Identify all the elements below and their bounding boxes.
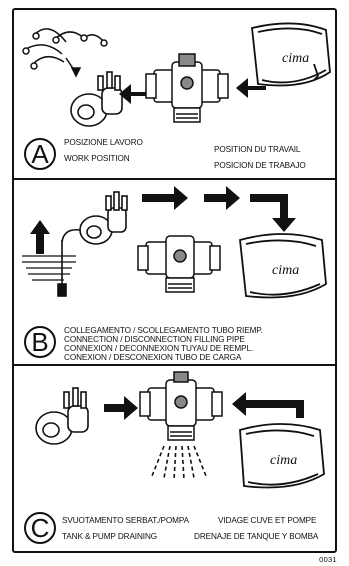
- pump-icon-c: [35, 387, 89, 445]
- flow-arrow-icon-3: [142, 186, 188, 210]
- panel-b-illustration: cima: [22, 186, 327, 299]
- tank-icon-c: cima: [239, 423, 325, 489]
- caption-a-fr: POSITION DU TRAVAIL: [214, 145, 301, 154]
- panel-c: cima C SVUOTAMENTO SERBAT./POMPA TANK & …: [14, 366, 335, 552]
- panel-a-illustration: cima: [22, 22, 331, 127]
- caption-a-en: WORK POSITION: [64, 154, 130, 163]
- tank-icon: cima: [251, 22, 331, 87]
- section-letter-c: C: [24, 512, 56, 544]
- flow-arrow-icon-6: [232, 392, 304, 418]
- tank-brand-label: cima: [282, 51, 309, 66]
- tank-icon-b: cima: [239, 233, 327, 299]
- caption-b-3: CONNEXION / DECONNEXION TUYAU DE REMPL.: [64, 344, 254, 353]
- water-icon: [22, 255, 76, 281]
- caption-b-4: CONEXION / DESCONEXION TUBO DE CARGA: [64, 353, 242, 362]
- caption-b-1: COLLEGAMENTO / SCOLLEGAMENTO TUBO RIEMP.: [64, 326, 263, 335]
- flow-arrow-icon-2: [236, 78, 266, 98]
- caption-c-en: TANK & PUMP DRAINING: [62, 532, 158, 541]
- caption-c-es: DRENAJE DE TANQUE Y BOMBA: [194, 532, 319, 541]
- section-letter-a: A: [24, 138, 56, 170]
- section-letter-b: B: [24, 326, 56, 358]
- caption-b-2: CONNECTION / DISCONNECTION FILLING PIPE: [64, 335, 245, 344]
- panel-a: cima A POSIZIONE LAVORO WORK POSITION PO…: [14, 10, 335, 178]
- valve-icon-c: [139, 371, 223, 441]
- flow-arrow-down-icon: [250, 194, 296, 232]
- flow-arrow-icon-5: [104, 396, 138, 420]
- figure-code: 0031: [319, 555, 337, 564]
- panel-divider-bc: [12, 364, 337, 366]
- panel-c-illustration: cima: [35, 371, 325, 489]
- caption-c-it: SVUOTAMENTO SERBAT./POMPA: [62, 516, 190, 525]
- flow-arrow-icon-4: [204, 186, 240, 210]
- filling-pipe-icon: [57, 191, 128, 297]
- tank-brand-label-b: cima: [272, 263, 299, 278]
- pump-icon: [70, 71, 123, 127]
- valve-icon-b: [137, 235, 221, 293]
- caption-c-fr: VIDAGE CUVE ET POMPE: [218, 516, 317, 525]
- flow-arrow-icon: [119, 84, 149, 104]
- panel-divider-ab: [12, 178, 337, 180]
- caption-a-es: POSICION DE TRABAJO: [214, 161, 306, 170]
- drain-spray-icon: [151, 445, 207, 481]
- valve-icon: [145, 53, 229, 123]
- up-arrow-icon: [30, 220, 50, 254]
- caption-a-it: POSIZIONE LAVORO: [64, 138, 143, 147]
- spray-hoses-icon: [22, 28, 108, 78]
- diagram-frame: [12, 8, 337, 553]
- panel-b: cima B COLLEGAMENTO / SCOLLEGAMENTO TUBO…: [14, 180, 335, 364]
- tank-brand-label-c: cima: [270, 453, 297, 468]
